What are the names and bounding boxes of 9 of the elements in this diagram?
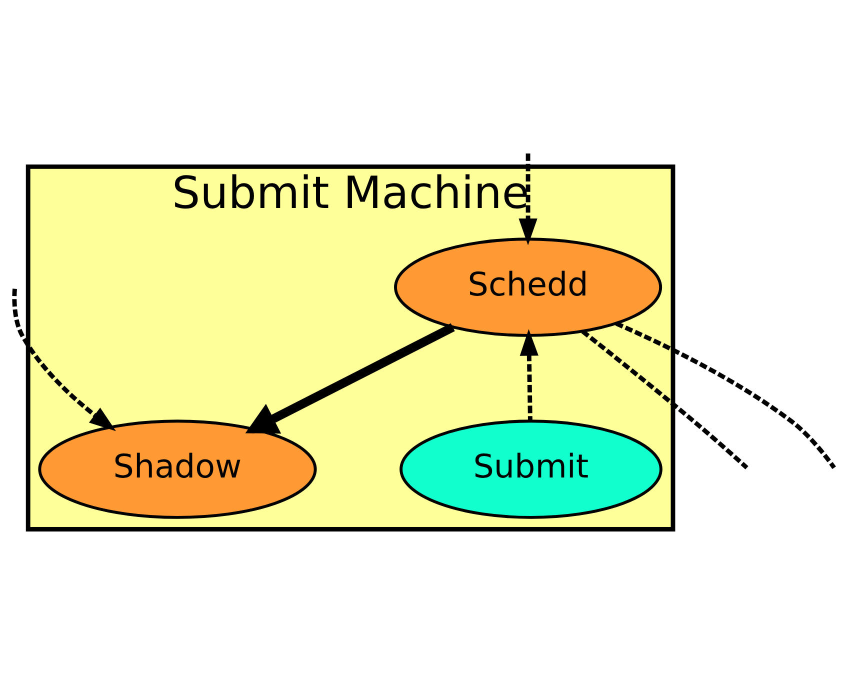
arrow: [245, 323, 455, 434]
arrow: [520, 329, 538, 422]
arrow: [12, 288, 116, 432]
arrow: [518, 154, 538, 246]
node-ellipse: Submit: [400, 420, 662, 519]
connector: [581, 330, 748, 470]
node-ellipse: Shadow: [38, 420, 317, 519]
connector: [615, 321, 836, 470]
node-ellipse: Schedd: [394, 238, 662, 337]
